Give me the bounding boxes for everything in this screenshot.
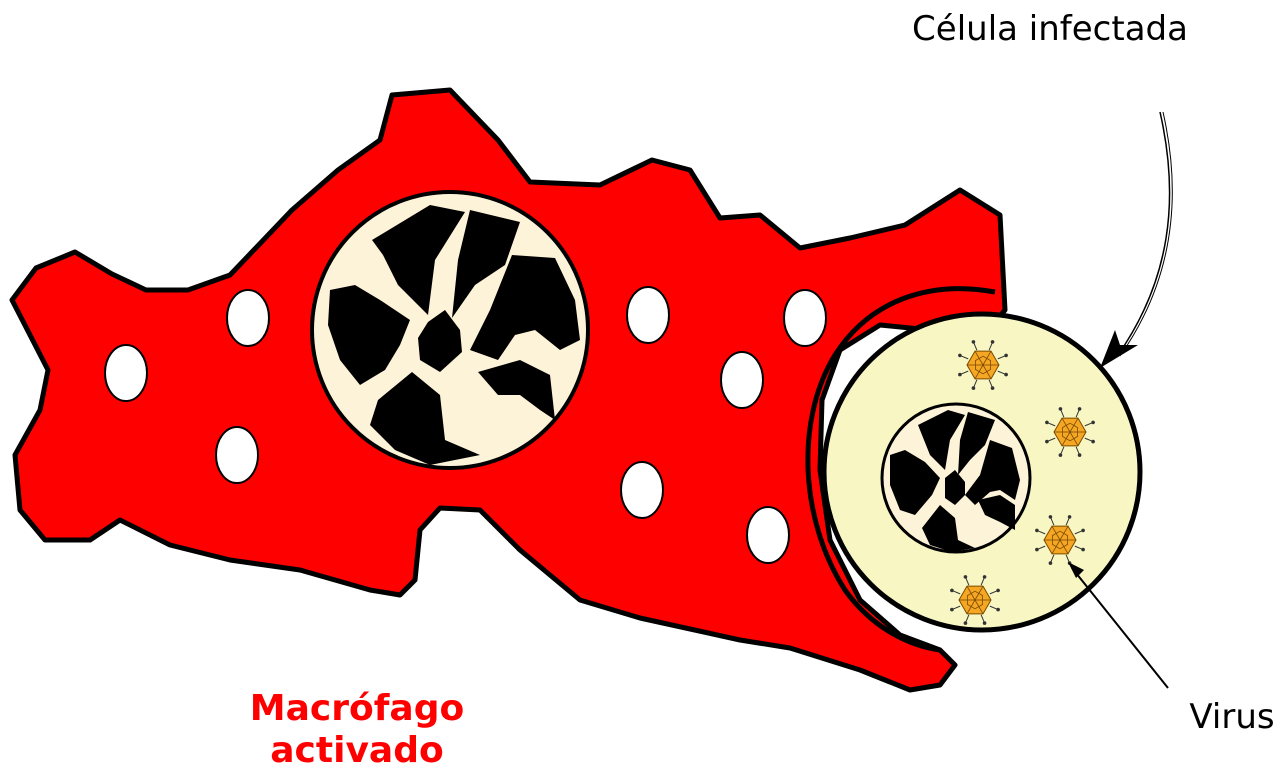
vacuole xyxy=(105,345,147,401)
macrophage-label-line1: Macrófago xyxy=(250,688,464,729)
infected-cell-arrow xyxy=(1100,112,1172,368)
macrophage-nucleus xyxy=(312,192,588,468)
vacuole xyxy=(747,507,789,563)
vacuole xyxy=(216,427,258,483)
vacuole xyxy=(721,352,763,408)
vacuole xyxy=(784,290,826,346)
virus-label: Virus xyxy=(1189,697,1274,737)
vacuole xyxy=(627,287,669,343)
vacuole xyxy=(621,462,663,518)
vacuole xyxy=(227,290,269,346)
macrophage-label-line2: activado xyxy=(270,730,443,768)
virus-arrow xyxy=(1068,562,1168,688)
infected-cell-label: Célula infectada xyxy=(912,9,1188,49)
